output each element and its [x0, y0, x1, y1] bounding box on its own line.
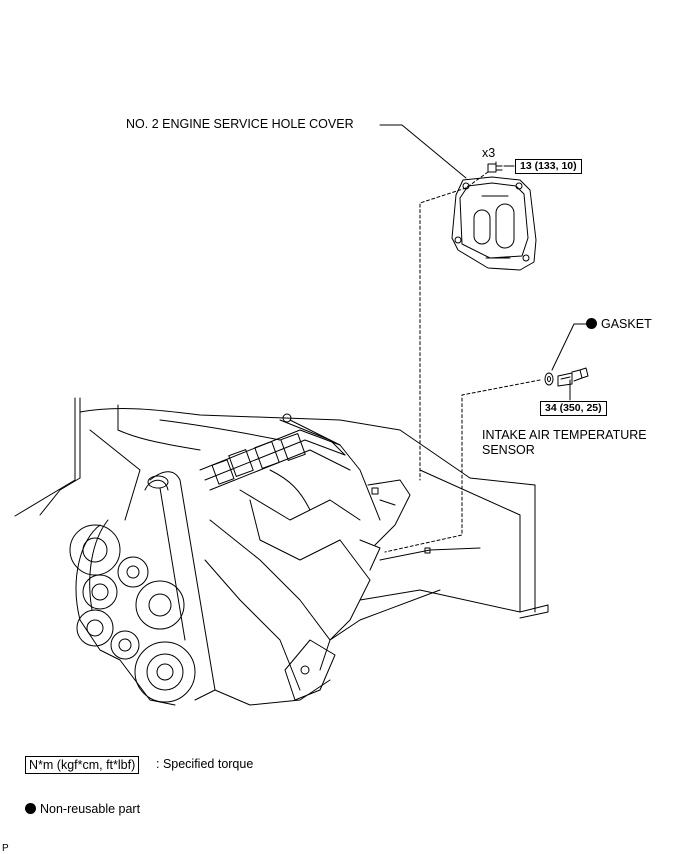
legend-nonreusable: Non-reusable part	[25, 802, 140, 817]
gasket-label: GASKET	[586, 317, 652, 332]
legend-nonreusable-label: Non-reusable part	[40, 802, 141, 816]
intake-air-temperature-sensor-part	[557, 367, 589, 387]
service-hole-cover-part	[451, 176, 537, 271]
torque-box-sensor: 34 (350, 25)	[540, 401, 607, 416]
torque-box-cover: 13 (133, 10)	[515, 159, 582, 174]
label-service-hole-cover: NO. 2 ENGINE SERVICE HOLE COVER	[126, 117, 354, 131]
engine-assembly	[144, 413, 411, 706]
bolt-icon	[487, 163, 503, 173]
legend-dot-icon	[25, 803, 36, 814]
vehicle-body-outline	[14, 397, 549, 641]
label-sensor-line2: SENSOR	[482, 443, 535, 457]
gasket-part	[544, 372, 554, 386]
legend-torque-description: : Specified torque	[156, 757, 254, 771]
legend-torque-unit-box: N*m (kgf*cm, ft*lbf)	[25, 756, 140, 774]
label-gasket: GASKET	[601, 317, 652, 331]
label-quantity: x3	[482, 146, 496, 160]
belt-pulley-system	[69, 519, 196, 706]
reference-lines	[384, 171, 541, 553]
corner-mark: P	[2, 843, 9, 854]
non-reusable-dot-icon	[586, 318, 597, 329]
label-sensor-line1: INTAKE AIR TEMPERATURE	[482, 428, 647, 442]
